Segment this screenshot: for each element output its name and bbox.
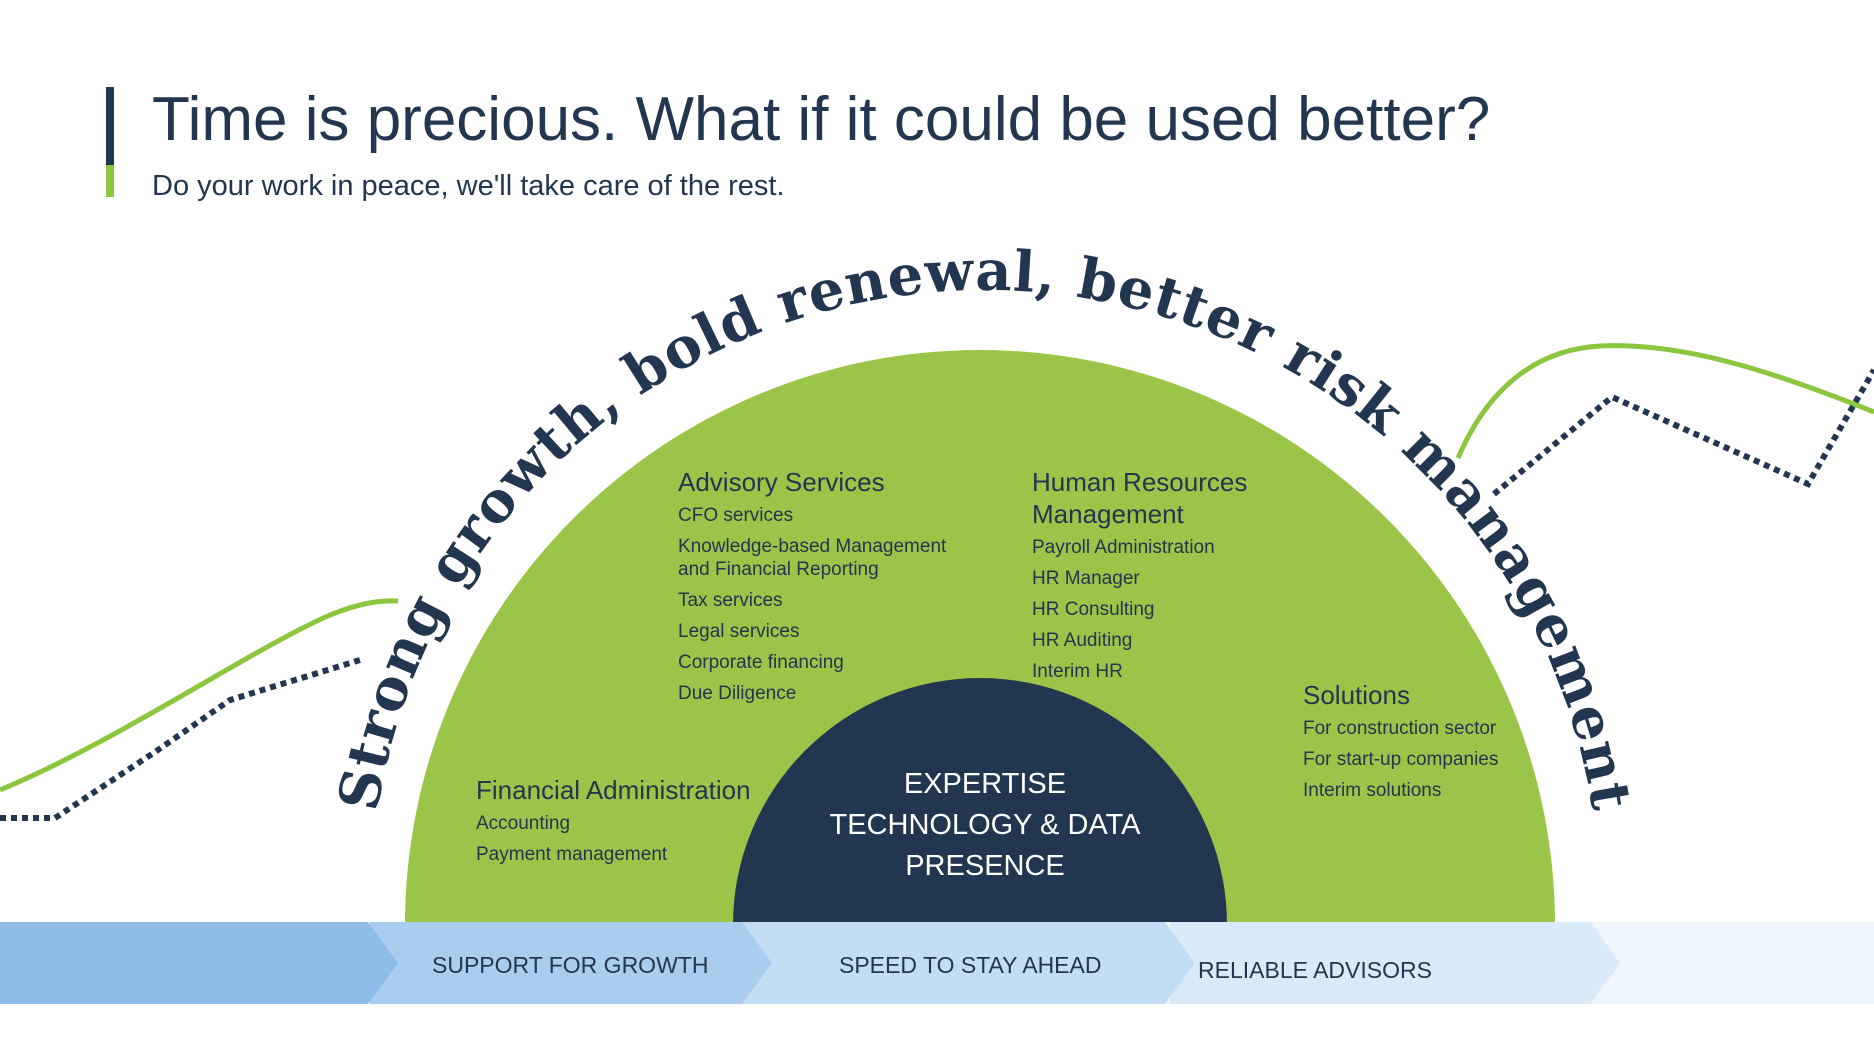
list-item: Payment management <box>476 844 668 865</box>
section-heading: Advisory Services <box>678 467 885 497</box>
arrow-chevron-5 <box>1560 922 1874 1004</box>
core-line: TECHNOLOGY & DATA <box>829 809 1141 841</box>
core-values: EXPERTISE TECHNOLOGY & DATA PRESENCE <box>795 764 1175 887</box>
arrow-chevron-1 <box>0 922 398 1004</box>
list-item: HR Consulting <box>1032 599 1155 620</box>
arrow-chevron-2 <box>370 922 772 1004</box>
section-solutions: Solutions For construction sector For st… <box>1303 679 1563 810</box>
section-heading: Financial Administration <box>476 775 751 805</box>
core-line: PRESENCE <box>905 850 1065 882</box>
accent-bar-navy <box>106 87 114 165</box>
arrow-label-support-for-growth: SUPPORT FOR GROWTH <box>432 952 709 978</box>
list-item: HR Auditing <box>1032 630 1133 651</box>
list-item: Due Diligence <box>678 683 797 704</box>
section-heading: Human Resources Management <box>1032 467 1248 529</box>
list-item: Legal services <box>678 621 800 642</box>
section-human-resources: Human Resources Management Payroll Admin… <box>1032 466 1292 691</box>
section-financial-administration: Financial Administration Accounting Paym… <box>476 774 776 874</box>
trend-line-left-dotted <box>0 657 361 821</box>
title-accent-bar <box>106 87 114 197</box>
trend-line-right-green <box>1455 343 1874 459</box>
list-item: Interim HR <box>1032 661 1123 682</box>
list-item: Knowledge-based Management and Financial… <box>678 536 947 580</box>
arrow-chevron-4 <box>1170 922 1620 1004</box>
list-item: Corporate financing <box>678 652 844 673</box>
services-dome <box>405 350 1555 925</box>
core-line: EXPERTISE <box>903 768 1067 800</box>
list-item: Payroll Administration <box>1032 537 1215 558</box>
arrow-label-reliable-advisors: RELIABLE ADVISORS <box>1198 957 1432 983</box>
page-subtitle: Do your work in peace, we'll take care o… <box>152 170 785 202</box>
section-advisory-services: Advisory Services CFO services Knowledge… <box>678 466 978 713</box>
trend-line-left-green <box>0 598 399 793</box>
arrow-label-speed-to-stay-ahead: SPEED TO STAY AHEAD <box>839 952 1102 978</box>
list-item: For construction sector <box>1303 718 1497 739</box>
list-item: For start-up companies <box>1303 749 1499 770</box>
list-item: Accounting <box>476 813 571 834</box>
list-item: Tax services <box>678 590 783 611</box>
trend-line-right-dotted <box>1492 368 1874 497</box>
accent-bar-green <box>106 165 114 197</box>
list-item: HR Manager <box>1032 568 1140 589</box>
page-title: Time is precious. What if it could be us… <box>152 85 1491 154</box>
list-item: CFO services <box>678 505 794 526</box>
list-item: Interim solutions <box>1303 780 1442 801</box>
section-heading: Solutions <box>1303 680 1410 710</box>
core-circle <box>733 678 1227 925</box>
arrow-chevron-3 <box>740 922 1195 1004</box>
